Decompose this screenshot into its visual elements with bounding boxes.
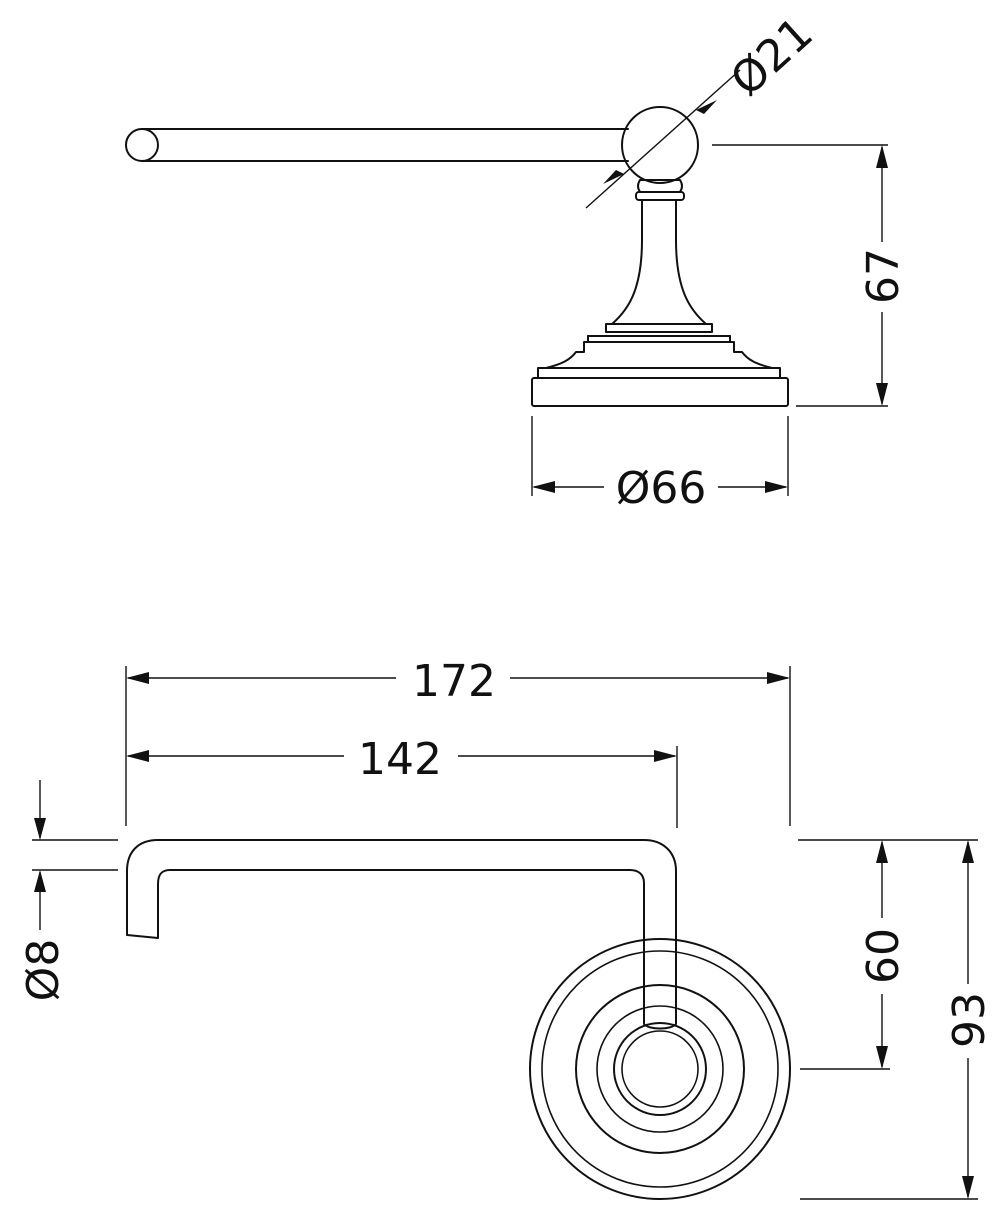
base <box>531 323 789 407</box>
label-arm-drop: 60 <box>858 928 909 984</box>
dimension-arm-length: 142 <box>126 734 678 828</box>
dimension-ball-diameter: Ø21 <box>585 8 823 209</box>
arm <box>126 839 677 1030</box>
rose <box>529 938 791 1200</box>
collar <box>635 179 685 201</box>
plan-view: 172 142 Ø8 60 <box>18 656 992 1200</box>
label-height: 67 <box>858 248 909 304</box>
label-ball-diameter: Ø21 <box>721 8 822 107</box>
dimension-height: 67 <box>712 144 909 407</box>
label-base-diameter: Ø66 <box>616 463 707 514</box>
ball <box>621 106 699 184</box>
rod <box>125 128 629 162</box>
label-arm-length: 142 <box>358 734 442 785</box>
dimension-base-diameter: Ø66 <box>531 416 789 514</box>
side-elevation: Ø21 67 Ø66 <box>125 8 909 514</box>
label-overall-length: 172 <box>412 656 496 707</box>
label-overall-depth: 93 <box>944 992 992 1048</box>
dimension-arm-drop: 60 <box>798 839 909 1070</box>
dimension-overall-depth: 93 <box>800 839 992 1200</box>
neck <box>611 199 707 325</box>
dimension-rod-diameter: Ø8 <box>18 780 118 1001</box>
dimension-overall-length: 172 <box>125 656 791 826</box>
label-rod-diameter: Ø8 <box>18 939 69 1002</box>
